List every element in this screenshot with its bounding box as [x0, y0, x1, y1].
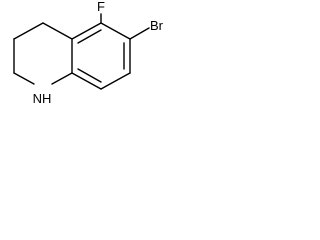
nitrogen-label: NH: [33, 91, 52, 106]
bond-n1-c2: [13, 72, 35, 85]
bond-c7-c8: [100, 72, 131, 90]
bond-c8-c8a: [71, 72, 102, 90]
bromine-label: Br: [150, 18, 164, 33]
bond-c8a-n1: [51, 72, 73, 85]
fluorine-label: F: [97, 0, 105, 14]
double-bond-c4a-c5: [77, 29, 102, 44]
bond-c6-br: [129, 27, 150, 40]
bond-c4a-c5: [71, 22, 102, 40]
double-bond-c8-c8a: [77, 68, 102, 83]
bond-c5-c6: [100, 22, 131, 40]
bond-c4-c4a: [42, 22, 73, 40]
bond-c3-c4: [13, 22, 44, 40]
molecule-canvas: F Br NH: [0, 0, 190, 148]
tetrahydroquinoline-structure: F Br NH: [13, 0, 164, 106]
